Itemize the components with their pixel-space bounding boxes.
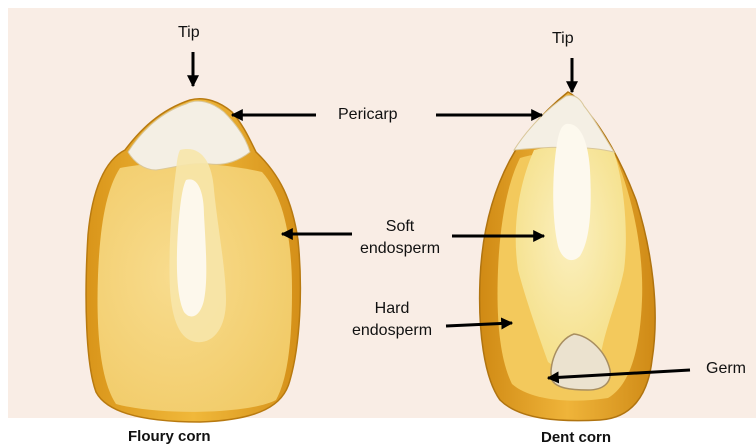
germ-label: Germ	[706, 358, 746, 380]
hard-label-line2: endosperm	[340, 320, 444, 342]
soft-label-line2: endosperm	[350, 238, 450, 260]
floury-white-core	[177, 179, 206, 316]
dent-white-core	[553, 124, 590, 260]
dent-corn-caption: Dent corn	[541, 429, 611, 446]
pericarp-label: Pericarp	[338, 104, 398, 126]
dent-corn-kernel	[480, 92, 656, 421]
hard-label-line1: Hard	[340, 298, 444, 320]
tip-left-label: Tip	[178, 22, 200, 44]
tip-right-label: Tip	[552, 28, 574, 50]
soft-label-line1: Soft	[350, 216, 450, 238]
soft-endosperm-label: Soft endosperm	[350, 216, 450, 260]
floury-corn-kernel	[86, 99, 300, 422]
floury-corn-caption: Floury corn	[128, 428, 211, 445]
hard-endosperm-label: Hard endosperm	[340, 298, 444, 342]
